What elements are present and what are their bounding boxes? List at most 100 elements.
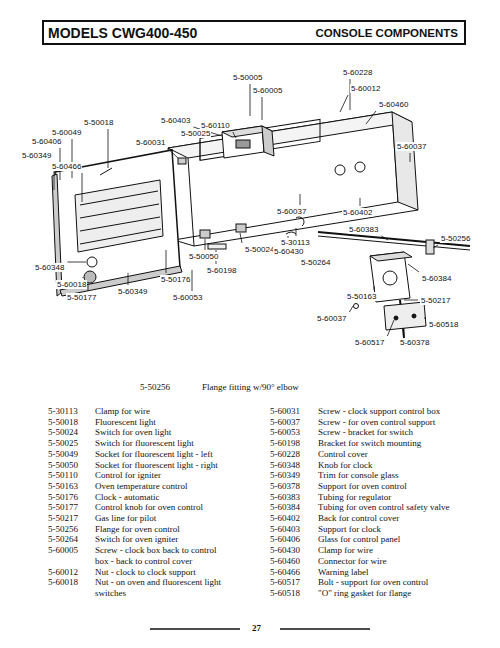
clock-face	[236, 140, 250, 148]
part-description: Nut - clock to clock support	[95, 567, 196, 578]
part-description: Clamp for wire	[95, 406, 150, 417]
part-number: 5-60403	[270, 524, 300, 535]
part-number: 5-50217	[48, 513, 78, 524]
part-description: Switch for fluorescent light	[95, 438, 194, 449]
part-description: Oven temperature control	[95, 481, 187, 492]
callout-number: 5-60517	[354, 338, 385, 347]
leader-line	[168, 149, 178, 158]
wire-clamp	[286, 232, 296, 234]
part-number: 5-60037	[270, 417, 300, 428]
glass-line	[80, 204, 159, 218]
footer-rule	[280, 628, 370, 630]
part-description: Fluorescent light	[95, 417, 156, 428]
caption-part-number: 5-50256	[140, 382, 170, 393]
callout-number: 5-50005	[232, 73, 263, 82]
leader-line	[408, 264, 419, 272]
callout-number: 5-60198	[206, 266, 237, 275]
part-number: 5-60406	[270, 534, 300, 545]
light-socket	[178, 158, 186, 164]
part-number: 5-50110	[48, 470, 78, 481]
model-title: MODELS CWG400-450	[48, 25, 197, 41]
leader-line	[340, 95, 348, 112]
part-description: Tubing for regulator	[318, 492, 391, 503]
leader-line	[192, 270, 193, 291]
part-number: 5-60517	[270, 577, 300, 588]
bolt	[412, 314, 416, 318]
wire-clamp	[296, 217, 304, 226]
part-number: 5-60384	[270, 502, 300, 513]
leader-line	[381, 236, 388, 240]
flange	[426, 240, 434, 254]
bolt	[394, 316, 398, 320]
callout-number: 5-60378	[399, 338, 430, 347]
oven-control-stem	[383, 271, 397, 285]
callout-number: 5-30113	[280, 238, 311, 247]
part-number: 5-50176	[48, 492, 78, 503]
leader-line	[233, 132, 236, 138]
page-number: 27	[252, 623, 261, 634]
callout-number: 5-60402	[342, 208, 373, 217]
leader-line	[262, 97, 263, 120]
part-number: 5-60383	[270, 492, 300, 503]
part-number: 5-60012	[48, 567, 78, 578]
callout-number: 5-60403	[160, 116, 191, 125]
part-description: Gas line for pilot	[95, 513, 156, 524]
leader-line	[240, 233, 242, 243]
callout-number: 5-60005	[252, 86, 283, 95]
part-description: Socket for fluorescent light - left	[95, 449, 213, 460]
part-description: Bolt - support for oven control	[318, 577, 428, 588]
leader-line	[83, 277, 84, 278]
callout-number: 5-60037	[396, 142, 427, 151]
glass-line	[80, 229, 161, 244]
glass-line	[80, 217, 160, 231]
part-description: Back for control cover	[318, 513, 399, 524]
part-number: 5-60228	[270, 449, 300, 460]
part-description: Control cover	[318, 449, 368, 460]
glass-line	[80, 191, 158, 205]
callout-number: 5-50177	[66, 293, 97, 302]
callout-number: 5-60228	[342, 68, 373, 77]
part-description: Warning label	[318, 567, 369, 578]
leader-line	[205, 239, 206, 250]
leader-line	[349, 306, 353, 312]
callout-number: 5-60031	[135, 138, 166, 147]
part-description: Support for oven control	[318, 481, 407, 492]
part-number: 5-60378	[270, 481, 300, 492]
part-description: Nut - on oven and fluorescent light swit…	[95, 577, 235, 598]
part-description: Clock - automatic	[95, 492, 159, 503]
callout-number: 5-50256	[440, 234, 471, 243]
leader-line	[374, 286, 375, 290]
callout-number: 5-60349	[117, 287, 148, 296]
leader-line	[72, 139, 73, 178]
callout-number: 5-60012	[350, 84, 381, 93]
leader-line	[360, 198, 361, 206]
part-description: Bracket for switch mounting	[318, 438, 421, 449]
part-number: 5-60430	[270, 545, 300, 556]
part-number: 5-50024	[48, 427, 78, 438]
part-number: 5-50050	[48, 460, 78, 471]
callout-number: 5-60384	[421, 274, 452, 283]
part-description: Screw - clock box back to control box - …	[95, 545, 217, 566]
part-number: 5-60349	[270, 470, 300, 481]
part-description: Switch for oven igniter	[95, 534, 178, 545]
part-number: 5-60198	[270, 438, 300, 449]
leader-line	[82, 173, 83, 202]
callout-number: 5-60349	[21, 151, 52, 160]
switch	[236, 224, 246, 232]
part-description: Control knob for oven control	[95, 502, 203, 513]
part-number: 5-50264	[48, 534, 78, 545]
callout-number: 5-50176	[160, 275, 191, 284]
callout-number: 5-50264	[300, 258, 331, 267]
part-number: 5-60005	[48, 545, 78, 556]
callout-number: 5-60049	[51, 128, 82, 137]
part-number: 5-60402	[270, 513, 300, 524]
knob	[87, 257, 97, 267]
part-description: Socket for fluorescent light - right	[95, 460, 218, 471]
part-number: 5-50177	[48, 502, 78, 513]
panel-hole	[355, 162, 365, 172]
leader-line	[366, 111, 376, 124]
callout-number: 5-60466	[51, 162, 82, 171]
part-description: Control for igniter	[95, 470, 161, 481]
callout-number: 5-60018	[56, 280, 87, 289]
leader-line	[166, 250, 167, 273]
